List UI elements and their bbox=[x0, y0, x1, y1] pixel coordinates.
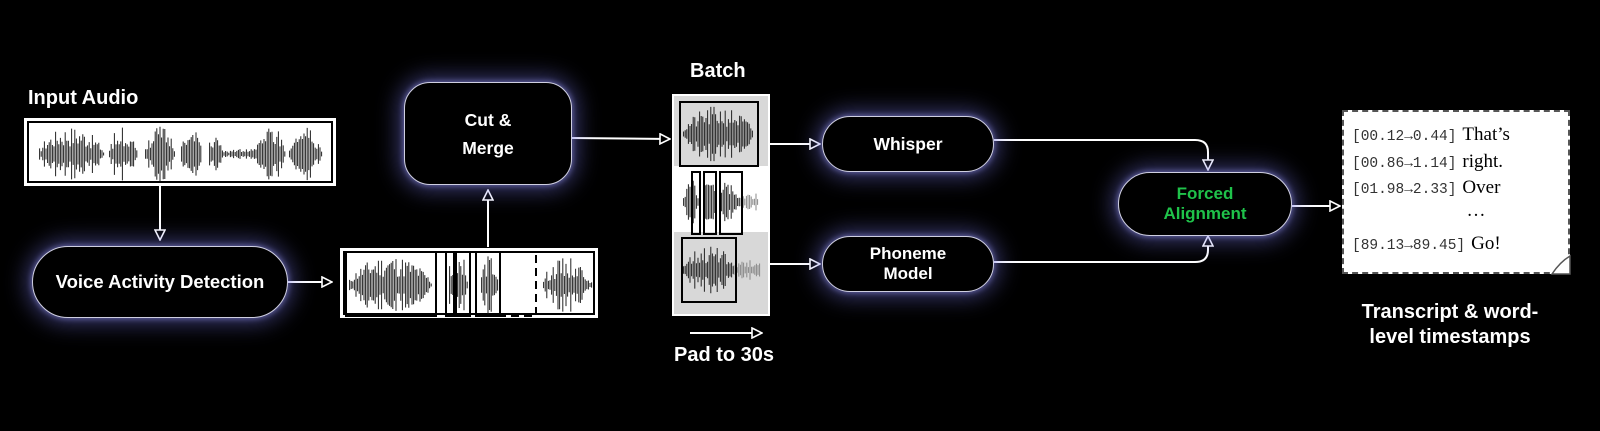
output-label-line2: level timestamps bbox=[1369, 326, 1531, 348]
transcript-line: [00.86→1.14] right. bbox=[1352, 151, 1503, 173]
vad-label: Voice Activity Detection bbox=[55, 271, 265, 292]
segments-waveform-graphic bbox=[345, 251, 593, 317]
cut-merge-line2: Merge bbox=[462, 137, 514, 158]
phoneme-line1: Phoneme bbox=[869, 244, 947, 263]
batch-item bbox=[691, 171, 701, 235]
waveform-trace bbox=[109, 127, 138, 181]
timestamp: [00.86→1.14] bbox=[1352, 156, 1457, 172]
ellipsis: … bbox=[1466, 200, 1486, 221]
waveform-trace bbox=[39, 128, 105, 180]
waveform-trace bbox=[223, 149, 257, 159]
waveform-trace bbox=[181, 132, 202, 176]
output-label-line1: Transcript & word- bbox=[1361, 301, 1539, 323]
waveform-trace bbox=[257, 128, 286, 180]
vad-segments-waveform bbox=[340, 248, 598, 318]
segment-box bbox=[345, 251, 437, 317]
waveform-trace bbox=[457, 259, 468, 311]
input-audio-label: Input Audio bbox=[28, 87, 139, 109]
page-curl-icon bbox=[1550, 254, 1571, 275]
timestamp: [00.12→0.44] bbox=[1352, 129, 1457, 145]
word: Go! bbox=[1471, 233, 1501, 254]
batch-item bbox=[719, 171, 743, 235]
batch-item bbox=[703, 171, 717, 235]
arrow-whisper-to-alignment bbox=[994, 139, 1208, 170]
segment-box bbox=[455, 251, 471, 317]
waveform-trace bbox=[349, 259, 432, 311]
transcript-line: [01.98→2.33] Over bbox=[1352, 177, 1500, 199]
waveform-trace bbox=[449, 266, 454, 304]
waveform-trace bbox=[145, 126, 175, 182]
timestamp: [89.13→89.45] bbox=[1352, 238, 1466, 254]
waveform-trace bbox=[481, 256, 499, 314]
phoneme-model-node: Phoneme Model bbox=[822, 236, 994, 292]
forced-line2: Alignment bbox=[1163, 204, 1247, 223]
word: right. bbox=[1462, 151, 1504, 172]
word: Over bbox=[1462, 177, 1501, 198]
waveform-trace bbox=[209, 137, 223, 171]
transcript-line: [89.13→89.45] Go! bbox=[1352, 233, 1501, 255]
input-audio-waveform bbox=[24, 118, 336, 186]
transcript-ellipsis: … bbox=[1344, 200, 1568, 222]
transcript-output: [00.12→0.44] That’s [00.86→1.14] right. [0… bbox=[1342, 110, 1571, 275]
batch-graphic bbox=[674, 101, 768, 303]
transcript-line: [00.12→0.44] That’s bbox=[1352, 124, 1510, 146]
waveform-trace bbox=[733, 260, 761, 280]
batch-item bbox=[681, 237, 737, 303]
pad-label: Pad to 30s bbox=[674, 344, 775, 366]
forced-line1: Forced bbox=[1176, 184, 1234, 203]
vad-node: Voice Activity Detection bbox=[32, 246, 288, 318]
timestamp: [01.98→2.33] bbox=[1352, 182, 1457, 198]
output-label: Transcript & word- level timestamps bbox=[1345, 300, 1555, 350]
waveform-trace bbox=[289, 127, 323, 181]
phoneme-line2: Model bbox=[883, 264, 933, 283]
arrow-phoneme-to-alignment bbox=[994, 236, 1208, 263]
input-waveform-graphic bbox=[39, 126, 323, 182]
forced-alignment-node: Forced Alignment bbox=[1118, 172, 1292, 236]
waveform-trace bbox=[721, 182, 740, 222]
segment-box bbox=[475, 251, 501, 317]
waveform-trace bbox=[543, 258, 593, 312]
segment-box bbox=[445, 251, 455, 317]
silence-gap bbox=[499, 251, 537, 317]
waveform-trace bbox=[683, 106, 753, 162]
whisper-node: Whisper bbox=[822, 116, 994, 172]
cut-merge-node: Cut & Merge bbox=[404, 82, 572, 185]
arrow-cut-to-batch bbox=[571, 138, 670, 139]
batch-label: Batch bbox=[690, 60, 746, 82]
cut-merge-line1: Cut & bbox=[464, 109, 512, 130]
batch-item bbox=[679, 101, 759, 167]
batch-panel bbox=[672, 94, 770, 316]
waveform-trace bbox=[683, 246, 734, 294]
word: That’s bbox=[1462, 124, 1510, 145]
whisper-label: Whisper bbox=[873, 133, 943, 154]
